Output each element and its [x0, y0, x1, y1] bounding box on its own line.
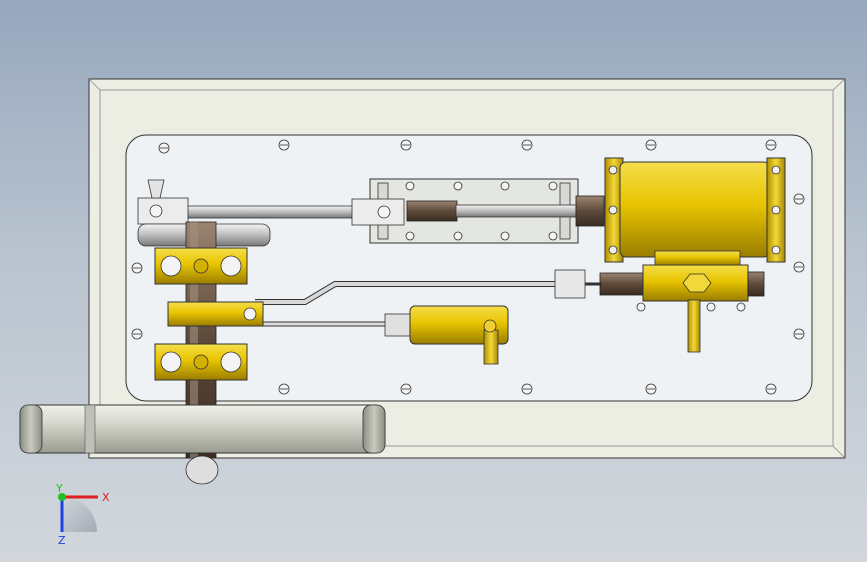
z-axis-label: Z — [58, 534, 66, 547]
valve-chest[interactable] — [599, 250, 765, 353]
eccentric-strap[interactable] — [167, 301, 264, 327]
eccentric-rod[interactable] — [255, 269, 602, 305]
plate-screws — [131, 139, 805, 395]
connecting-rod[interactable] — [137, 179, 405, 226]
y-axis-dot — [58, 493, 66, 501]
feed-pump[interactable] — [260, 305, 509, 365]
bearing-block-lower[interactable] — [154, 343, 248, 381]
flywheel[interactable] — [19, 404, 386, 485]
y-axis-label: Y — [55, 482, 63, 495]
view-triad[interactable]: X Y Z — [55, 482, 110, 547]
bearing-block-upper[interactable] — [154, 247, 248, 285]
steam-cylinder[interactable] — [604, 157, 786, 263]
piston-rod[interactable] — [406, 195, 605, 227]
x-axis-label: X — [102, 491, 110, 504]
